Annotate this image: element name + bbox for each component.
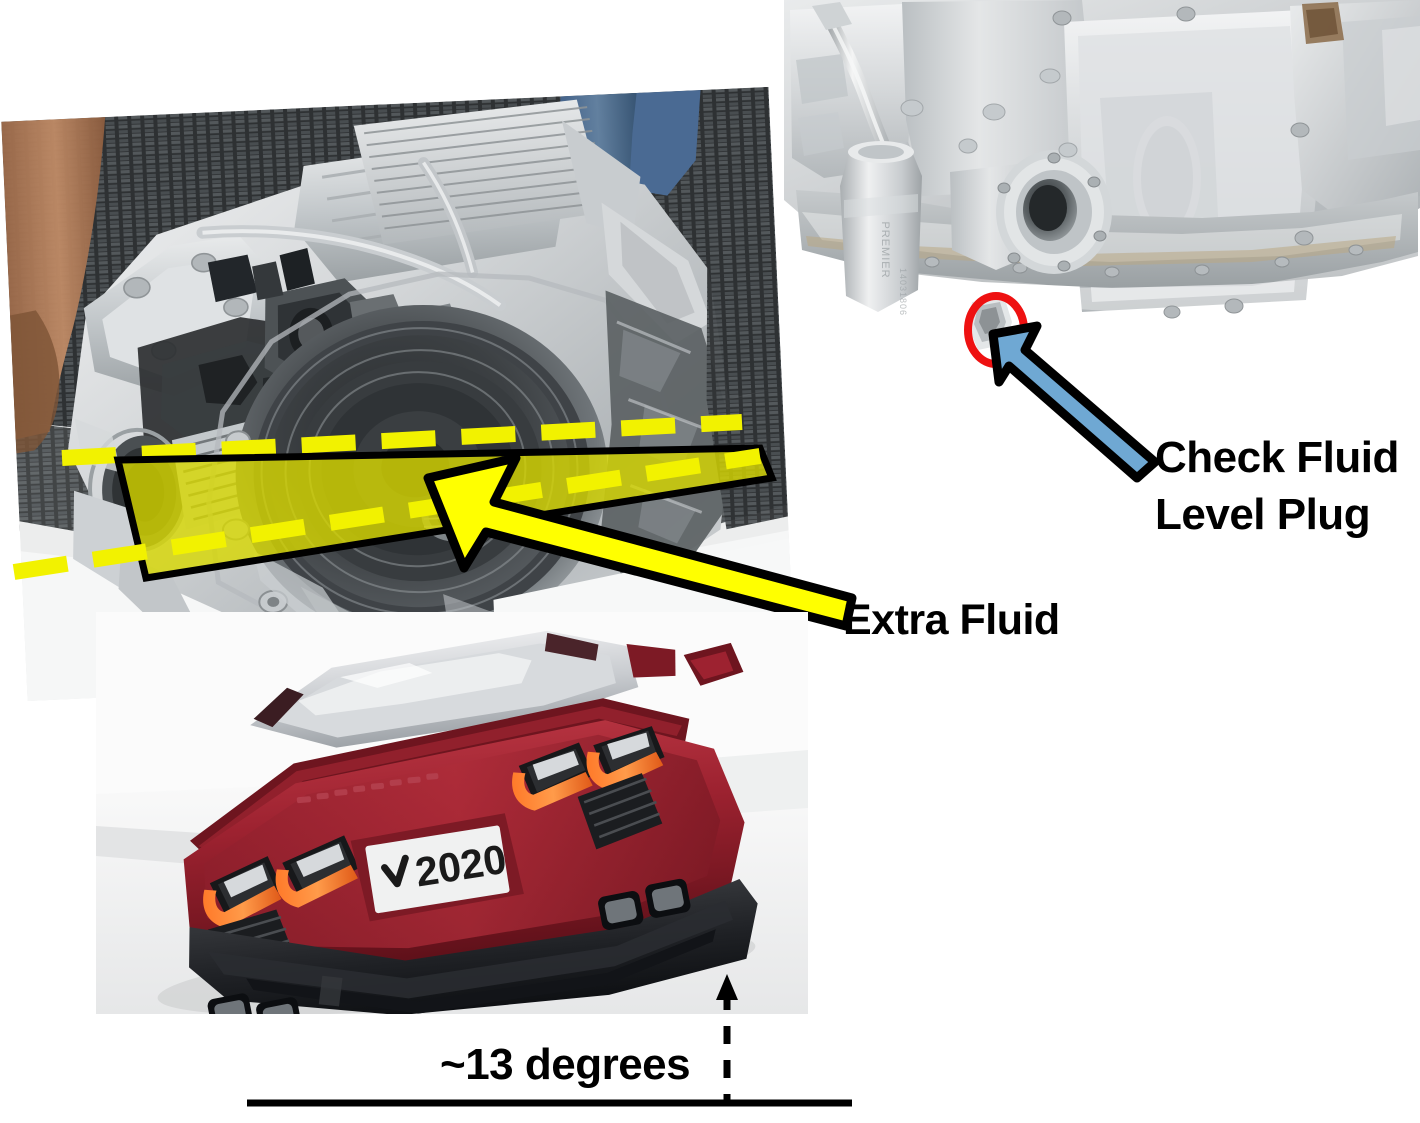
svg-text:PREMIER: PREMIER — [879, 221, 891, 278]
tilt-angle-measure — [247, 974, 852, 1107]
corvette-rear-photo: 2020 — [96, 612, 808, 1014]
lower-fluid-level-dashed-line — [12, 448, 762, 580]
license-plate — [365, 825, 510, 914]
svg-text:14031806: 14031806 — [898, 268, 908, 316]
leader-arrowhead — [716, 974, 738, 1000]
transmission-housing-photo: PREMIER 14031806 — [782, 0, 1420, 432]
extra-fluid-arrow — [423, 453, 857, 631]
extra-fluid-label: Extra Fluid — [843, 596, 1060, 644]
check-fluid-level-plug-label-line1: Check Fluid — [1155, 433, 1399, 482]
check-fluid-plug-arrow — [988, 321, 1160, 483]
tilt-angle-label: ~13 degrees — [440, 1040, 691, 1089]
check-fluid-level-plug-label-line2: Level Plug — [1155, 490, 1371, 539]
upper-fluid-level-dashed-line — [61, 414, 743, 466]
